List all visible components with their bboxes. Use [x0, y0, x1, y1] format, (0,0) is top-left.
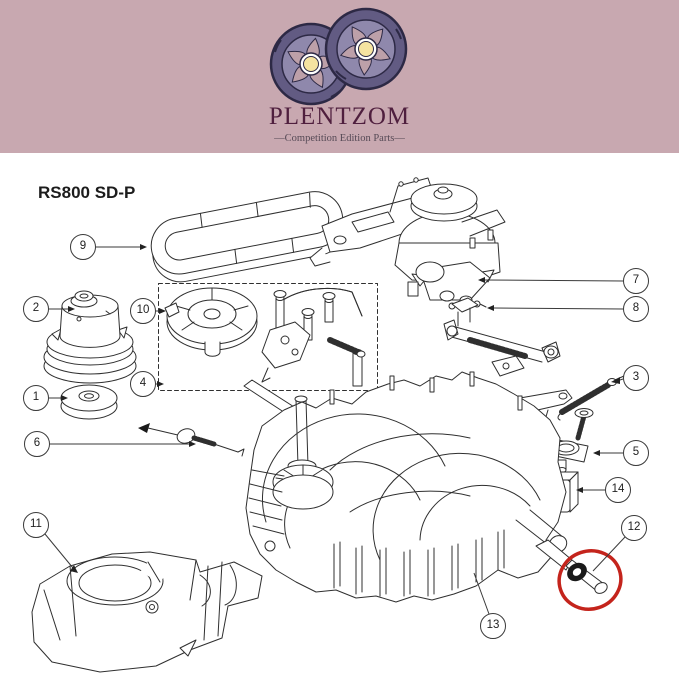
- callout-6: 6: [24, 431, 50, 457]
- callout-3: 3: [623, 365, 649, 391]
- brand-logo-wheels-icon: [269, 7, 408, 106]
- brand-header: PLENTZOM —Competition Edition Parts—: [0, 0, 679, 153]
- part-transaxle-housing: [245, 371, 568, 603]
- callout-8: 8: [623, 296, 649, 322]
- brand-tagline: —Competition Edition Parts—: [274, 133, 405, 144]
- brand-name: PLENTZOM: [268, 103, 411, 130]
- callout-7: 7: [623, 268, 649, 294]
- callout-5: 5: [623, 440, 649, 466]
- part-top-fan-pump-assembly: [309, 177, 506, 310]
- callout-14: 14: [605, 477, 631, 503]
- callout-2: 2: [23, 296, 49, 322]
- part-axle-shaft-seal: [535, 539, 608, 594]
- callout-9: 9: [70, 234, 96, 260]
- callout-4: 4: [130, 371, 156, 397]
- part-fan-pulley: [164, 287, 258, 357]
- highlight-circle: [557, 549, 623, 611]
- callout-10: 10: [130, 298, 156, 324]
- model-label: RS800 SD-P: [38, 183, 136, 202]
- part-control-linkage: [261, 287, 366, 387]
- callout-leader-lines: [44, 244, 626, 615]
- callout-1: 1: [23, 385, 49, 411]
- part-idler-bracket: [443, 297, 561, 377]
- callout-12: 12: [621, 515, 647, 541]
- part-housing-cover: [31, 551, 263, 673]
- callout-11: 11: [23, 512, 49, 538]
- part-pulley-disc: [60, 384, 118, 420]
- part-brake-rod: [138, 423, 245, 457]
- part-clutch-assembly: [43, 290, 137, 384]
- part-drive-belt: [150, 191, 345, 283]
- callout-13: 13: [480, 613, 506, 639]
